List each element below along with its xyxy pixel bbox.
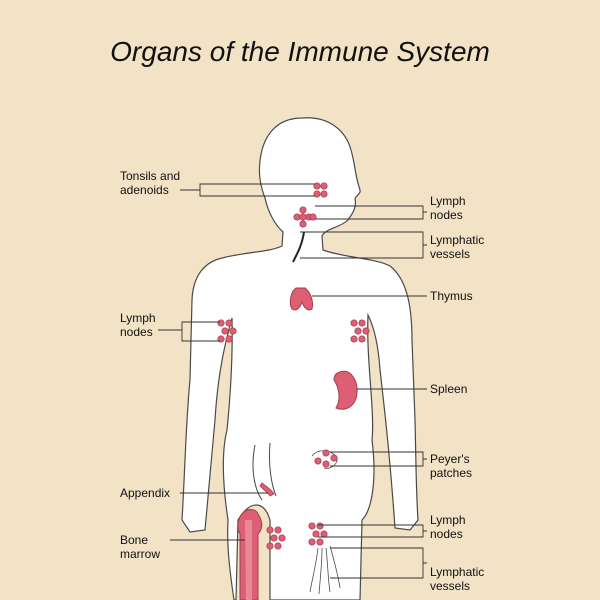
armpit-right-node bbox=[362, 327, 370, 335]
groin-right-node bbox=[308, 522, 316, 530]
armpit-left-node bbox=[225, 319, 233, 327]
spleen-shape bbox=[333, 370, 358, 410]
tonsil-node bbox=[313, 182, 321, 190]
groin-left-node bbox=[274, 542, 282, 550]
label-lymphatic-vessels-neck: Lymphatic vessels bbox=[430, 233, 485, 261]
thymus-shape bbox=[289, 287, 313, 311]
armpit-left-node bbox=[225, 335, 233, 343]
diagram-title: Organs of the Immune System bbox=[110, 36, 490, 67]
groin-left-node bbox=[274, 526, 282, 534]
peyers-node bbox=[322, 449, 330, 457]
groin-left-node bbox=[266, 526, 274, 534]
label-thymus: Thymus bbox=[430, 289, 473, 303]
groin-right-node bbox=[316, 538, 324, 546]
body-silhouette bbox=[181, 117, 419, 600]
peyers-node bbox=[322, 460, 330, 468]
leader-lines bbox=[158, 183, 427, 579]
groin-left-node bbox=[266, 542, 274, 550]
neck-lymphatic-vessel bbox=[292, 231, 305, 263]
tonsil-node bbox=[313, 190, 321, 198]
neck-node bbox=[293, 213, 301, 221]
bone-marrow-shape-inner bbox=[245, 520, 252, 600]
armpit-left-node bbox=[221, 327, 229, 335]
groin-left-node bbox=[278, 534, 286, 542]
label-tonsils-and-adenoids: Tonsils and adenoids bbox=[120, 169, 181, 197]
peyers-node bbox=[314, 457, 322, 465]
appendix-shape bbox=[259, 482, 275, 497]
armpit-left-node bbox=[217, 319, 225, 327]
armpit-right-node bbox=[358, 319, 366, 327]
label-lymph-nodes-groin: Lymph nodes bbox=[430, 513, 466, 541]
armpit-right-node bbox=[350, 335, 358, 343]
neck-node bbox=[299, 206, 307, 214]
groin-right-node bbox=[316, 522, 324, 530]
groin-left-node bbox=[270, 534, 278, 542]
label-lymphatic-vessels-leg: Lymphatic vessels bbox=[430, 565, 485, 593]
groin-right-node bbox=[308, 538, 316, 546]
peyers-node bbox=[330, 454, 338, 462]
armpit-left-node bbox=[229, 327, 237, 335]
armpit-right-node bbox=[358, 335, 366, 343]
armpit-right-node bbox=[350, 319, 358, 327]
label-spleen: Spleen bbox=[430, 382, 468, 396]
neck-node bbox=[299, 213, 307, 221]
label-peyers-patches: Peyer's patches bbox=[430, 452, 473, 480]
neck-node bbox=[309, 213, 317, 221]
tonsil-node bbox=[320, 190, 328, 198]
leg-lymphatic-vessels bbox=[309, 545, 341, 595]
groin-right-node bbox=[312, 530, 320, 538]
lymph-node-dots bbox=[217, 182, 370, 550]
label-lymph-nodes-neck: Lymph nodes bbox=[430, 194, 466, 222]
tonsil-node bbox=[320, 182, 328, 190]
label-bone-marrow: Bone marrow bbox=[120, 533, 161, 561]
groin-right-node bbox=[320, 530, 328, 538]
label-appendix: Appendix bbox=[120, 486, 171, 500]
label-lymph-nodes-armpit: Lymph nodes bbox=[120, 311, 156, 339]
armpit-right-node bbox=[354, 327, 362, 335]
intestine-outline bbox=[252, 442, 277, 501]
neck-node bbox=[299, 220, 307, 228]
